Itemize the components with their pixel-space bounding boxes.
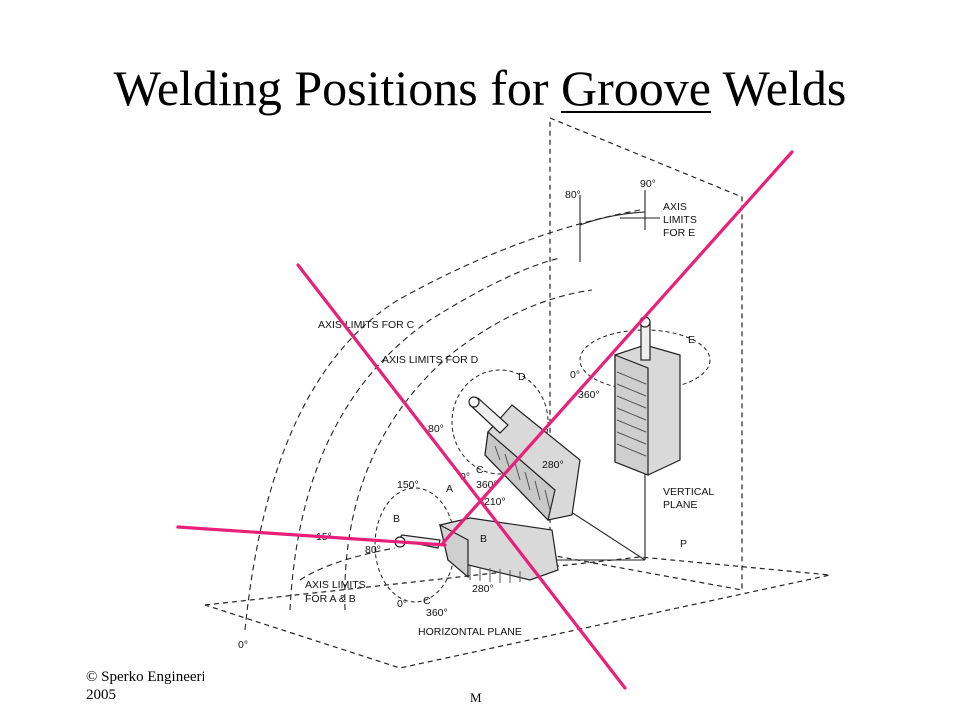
label-c-mid: C xyxy=(476,464,484,476)
label-0-corner: 0° xyxy=(238,639,248,651)
footer-center-mark: M xyxy=(470,690,482,705)
label-150: 150° xyxy=(397,479,419,491)
label-90: 90° xyxy=(640,178,656,190)
annotation-line-3 xyxy=(176,525,447,547)
footer-copyright-line2: 2005 xyxy=(86,687,116,703)
slide-title: Welding Positions for Groove Welds xyxy=(0,58,960,118)
specimen-d xyxy=(468,396,581,522)
label-80-top: 80° xyxy=(565,189,581,201)
label-80-b: 80° xyxy=(365,544,381,556)
footer-copyright-line1: © Sperko Engineering xyxy=(86,669,204,685)
outer-axis-arc xyxy=(244,209,641,631)
label-e: E xyxy=(688,334,695,346)
arc-80-90 xyxy=(579,211,646,226)
label-axis-limits-e-2: LIMITS xyxy=(663,214,697,226)
label-0-bottom: 0° xyxy=(397,598,407,610)
title-pre: Welding Positions for xyxy=(113,60,562,116)
label-c-bottom: C xyxy=(423,595,431,607)
label-axis-limits-ab-2: FOR A & B xyxy=(305,593,356,605)
label-b-left: B xyxy=(393,513,400,525)
label-axis-limits-d: AXIS LIMITS FOR D xyxy=(382,354,479,366)
title-underlined-word: Groove xyxy=(561,60,711,116)
annotation-lines xyxy=(176,150,794,690)
label-0-e: 0° xyxy=(570,369,580,381)
axis-limits-ab-arc xyxy=(299,547,396,581)
annotation-line-2 xyxy=(441,150,794,545)
label-a: A xyxy=(446,483,453,495)
label-b-right: B xyxy=(480,533,487,545)
label-210: 210° xyxy=(484,496,506,508)
label-axis-limits-e-3: FOR E xyxy=(663,227,695,239)
specimen-e xyxy=(614,316,681,476)
label-80-d: 80° xyxy=(428,423,444,435)
label-360-e: 360° xyxy=(578,389,600,401)
label-horizontal-plane: HORIZONTAL PLANE xyxy=(418,626,522,638)
title-post: Welds xyxy=(711,60,847,116)
label-280-d: 280° xyxy=(542,459,564,471)
footer-copyright: © Sperko Engineering 2005 xyxy=(86,668,204,704)
label-axis-limits-e-1: AXIS xyxy=(663,201,687,213)
label-axis-limits-c: AXIS LIMITS FOR C xyxy=(318,319,415,331)
annotation-line-1 xyxy=(296,263,627,690)
horizontal-plane xyxy=(204,556,831,669)
label-vertical-plane-2: PLANE xyxy=(663,499,697,511)
label-280-b: 280° xyxy=(472,583,494,595)
label-vertical-plane-1: VERTICAL xyxy=(663,486,714,498)
vertical-plane xyxy=(549,117,743,591)
d-rotation-ellipse xyxy=(451,369,549,475)
label-p: P xyxy=(680,538,687,550)
axis-limits-c-arc xyxy=(289,257,561,611)
specimen-b xyxy=(394,517,559,583)
label-axis-limits-ab-1: AXIS LIMITS xyxy=(305,579,366,591)
label-360-bottom: 360° xyxy=(426,607,448,619)
axis-limits-d-arc xyxy=(344,289,593,611)
label-0-mid: 0° xyxy=(460,471,470,483)
label-d: D xyxy=(518,371,526,383)
